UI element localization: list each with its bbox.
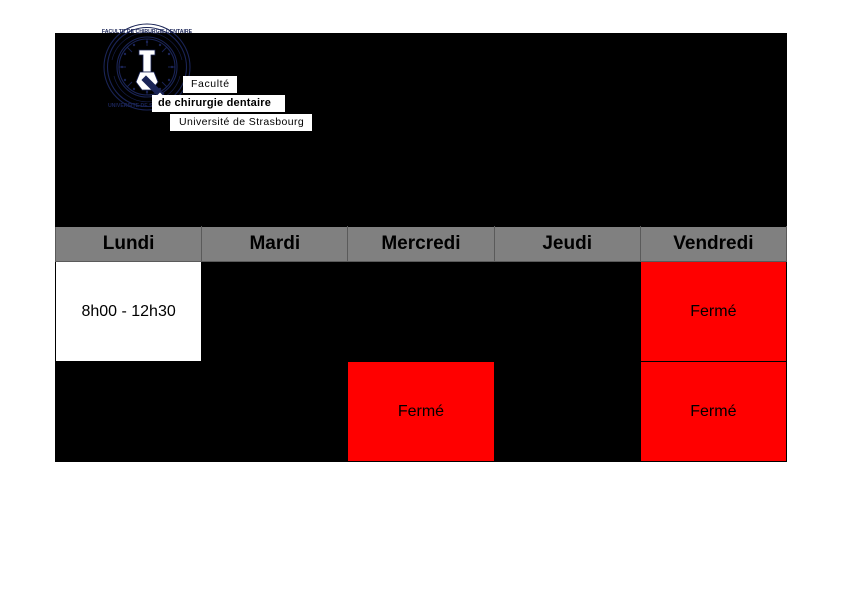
table-header-row: Lundi Mardi Mercredi Jeudi Vendredi	[54, 226, 788, 262]
cell-lundi-afternoon	[54, 361, 203, 462]
table-row: 8h00 - 12h30 Fermé	[54, 261, 788, 362]
cell-label: 8h00 - 12h30	[81, 302, 176, 320]
cell-jeudi-afternoon	[493, 361, 641, 462]
cell-mercredi-afternoon: Fermé	[347, 361, 495, 462]
cell-label: Fermé	[690, 302, 737, 320]
logo-line-universite-strasbourg: Université de Strasbourg	[167, 114, 313, 131]
logo-line-faculte: Faculté	[183, 76, 237, 93]
cell-vendredi-morning: Fermé	[639, 261, 788, 362]
column-header-jeudi: Jeudi	[493, 226, 641, 262]
cell-mardi-afternoon	[201, 361, 349, 462]
column-header-mardi: Mardi	[201, 226, 349, 262]
cell-mercredi-morning	[347, 261, 495, 362]
table-body: 8h00 - 12h30 Fermé Fermé Fermé	[54, 261, 788, 462]
svg-text:UNIVERSITE DE STRASBOURG: UNIVERSITE DE STRASBOURG	[108, 103, 186, 109]
table-row: Fermé Fermé	[54, 361, 788, 462]
cell-jeudi-morning	[493, 261, 641, 362]
column-header-vendredi: Vendredi	[639, 226, 788, 262]
opening-hours-table: Lundi Mardi Mercredi Jeudi Vendredi 8h00…	[54, 226, 788, 462]
column-header-mercredi: Mercredi	[347, 226, 495, 262]
institution-logo: FACULTE DE CHIRURGIE DENTAIRE UNIVERSITE…	[47, 22, 317, 132]
logo-line-chirurgie-dentaire: de chirurgie dentaire	[152, 95, 289, 112]
svg-text:FACULTE DE CHIRURGIE DENTAIRE: FACULTE DE CHIRURGIE DENTAIRE	[102, 29, 192, 35]
cell-label: Fermé	[690, 402, 737, 420]
cell-mardi-morning	[201, 261, 349, 362]
column-header-lundi: Lundi	[54, 226, 203, 262]
cell-lundi-morning: 8h00 - 12h30	[54, 261, 203, 362]
cell-vendredi-afternoon: Fermé	[639, 361, 788, 462]
cell-label: Fermé	[397, 402, 445, 420]
table-header: Lundi Mardi Mercredi Jeudi Vendredi	[54, 226, 788, 262]
